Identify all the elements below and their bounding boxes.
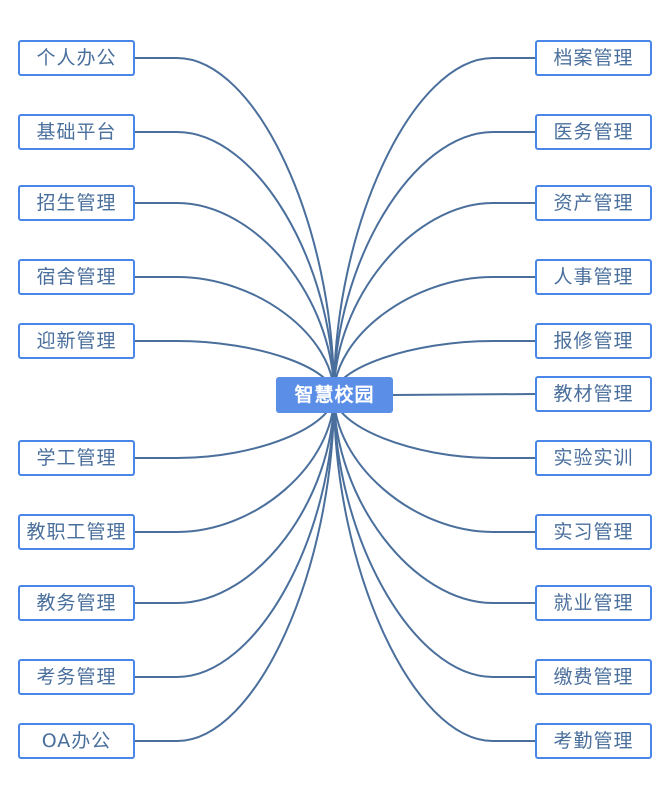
connector-right-0 — [333, 57, 535, 396]
left-node-enrollment[interactable]: 招生管理 — [18, 185, 135, 221]
right-node-payment[interactable]: 缴费管理 — [535, 659, 652, 695]
right-node-employment[interactable]: 就业管理 — [535, 585, 652, 621]
connector-right-2 — [333, 202, 535, 396]
connector-left-1 — [135, 131, 335, 396]
connector-left-6 — [135, 394, 335, 533]
right-node-archives[interactable]: 档案管理 — [535, 40, 652, 76]
connector-right-3 — [333, 276, 535, 396]
connector-right-7 — [333, 394, 535, 533]
connector-left-9 — [135, 394, 335, 742]
center-node[interactable]: 智慧校园 — [276, 377, 393, 413]
connector-left-2 — [135, 202, 335, 396]
left-node-academic[interactable]: 教务管理 — [18, 585, 135, 621]
left-node-dormitory[interactable]: 宿舍管理 — [18, 259, 135, 295]
left-node-staff[interactable]: 教职工管理 — [18, 514, 135, 550]
right-node-lab-training[interactable]: 实验实训 — [535, 440, 652, 476]
connector-left-0 — [135, 57, 335, 396]
connector-left-7 — [135, 394, 335, 604]
connector-right-5 — [392, 393, 536, 396]
left-node-base-platform[interactable]: 基础平台 — [18, 114, 135, 150]
left-node-personal-office[interactable]: 个人办公 — [18, 40, 135, 76]
connector-right-9 — [333, 394, 535, 678]
right-node-medical[interactable]: 医务管理 — [535, 114, 652, 150]
connector-right-1 — [333, 131, 535, 396]
left-node-student-affairs[interactable]: 学工管理 — [18, 440, 135, 476]
connector-right-8 — [333, 394, 535, 604]
left-node-exam[interactable]: 考务管理 — [18, 659, 135, 695]
left-node-oa-office[interactable]: OA办公 — [18, 723, 135, 759]
connector-left-8 — [135, 394, 335, 678]
right-node-repairs[interactable]: 报修管理 — [535, 323, 652, 359]
connector-right-10 — [333, 394, 535, 742]
right-node-personnel[interactable]: 人事管理 — [535, 259, 652, 295]
right-node-internship[interactable]: 实习管理 — [535, 514, 652, 550]
right-node-attendance[interactable]: 考勤管理 — [535, 723, 652, 759]
left-node-orientation[interactable]: 迎新管理 — [18, 323, 135, 359]
connector-left-3 — [135, 276, 335, 396]
right-node-assets[interactable]: 资产管理 — [535, 185, 652, 221]
right-node-textbooks[interactable]: 教材管理 — [535, 376, 652, 412]
